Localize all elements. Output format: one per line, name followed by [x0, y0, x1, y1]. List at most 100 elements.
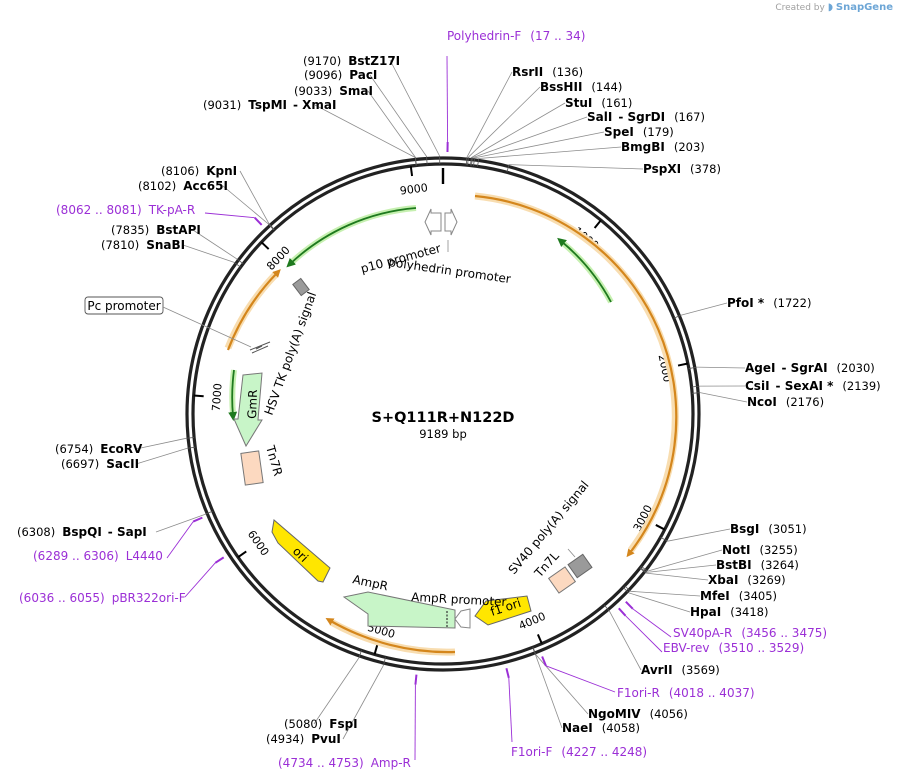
site-acc65i[interactable]: (8102)Acc65I	[138, 179, 228, 193]
primer-leader	[446, 55, 449, 143]
site-leader	[667, 528, 731, 542]
primer-amp-r[interactable]: (4734 .. 4753)Amp-R	[278, 674, 418, 770]
site-leader	[471, 102, 566, 158]
site-pspxi[interactable]: PspXI(378)	[643, 162, 721, 176]
site-bspqi[interactable]: (6308)BspQI- SapI	[17, 525, 147, 539]
primer-label: (6036 .. 6055)pBR322ori-F	[19, 591, 186, 605]
site-fspi[interactable]: (5080)FspI	[284, 717, 358, 731]
primer-label: F1ori-F(4227 .. 4248)	[511, 745, 647, 759]
site-stui[interactable]: StuI(161)	[565, 96, 632, 110]
hsv-tk-polya-label: HSV TK poly(A) signal	[262, 290, 320, 417]
site-label: MfeI(3405)	[700, 589, 777, 603]
restriction-sites: (9170)BstZ17I(9096)PacI (9033)SmaI(9031)T…	[17, 54, 881, 746]
site-leaders	[135, 59, 748, 740]
site-leader	[182, 244, 235, 263]
primer-label: Polyhedrin-F(17 .. 34)	[447, 29, 585, 43]
site-sali[interactable]: SalI- SgrDI(167)	[587, 110, 705, 124]
site-tick	[603, 604, 610, 612]
site-leader	[472, 116, 588, 159]
site-bstbi[interactable]: BstBI(3264)	[716, 558, 799, 572]
site-label: (8106)KpnI	[161, 164, 237, 178]
site-leader	[192, 229, 238, 260]
site-sacii[interactable]: (6697)SacII	[61, 457, 139, 471]
site-naei[interactable]: NaeI(4058)	[562, 721, 640, 735]
primer-tk-pa-r[interactable]: (8062 .. 8081)TK-pA-R	[56, 203, 263, 226]
site-leader	[535, 654, 563, 729]
pc-promoter-label: Pc promoter	[87, 299, 160, 313]
tick-8000	[260, 241, 270, 250]
site-hpai[interactable]: HpaI(3418)	[690, 605, 768, 619]
site-ncoi[interactable]: NcoI(2176)	[747, 395, 824, 409]
site-bstapi[interactable]: (7835)BstAPI	[111, 223, 201, 237]
primer-f1ori-f[interactable]: F1ori-F(4227 .. 4248)	[505, 667, 647, 759]
site-tick	[640, 567, 647, 573]
site-pvui[interactable]: (4934)PvuI	[266, 732, 341, 746]
site-leader	[342, 664, 384, 740]
tick-4000	[536, 634, 543, 645]
map-length: 9189 bp	[419, 427, 467, 441]
primer-l4440[interactable]: (6289 .. 6306)L4440	[33, 516, 203, 563]
site-label: (8102)Acc65I	[138, 179, 228, 193]
site-smai[interactable]: (9033)SmaI	[294, 84, 373, 98]
primer-leader	[545, 665, 616, 693]
site-leader	[700, 392, 748, 403]
site-tick	[622, 587, 630, 594]
site-spei[interactable]: SpeI(179)	[604, 125, 674, 139]
site-leader	[135, 447, 188, 465]
primer-mark	[505, 667, 510, 679]
backbone	[185, 156, 701, 672]
site-bsshii[interactable]: BssHII(144)	[540, 80, 622, 94]
site-tick	[692, 392, 701, 394]
site-leader	[681, 302, 728, 316]
primer-f1ori-r[interactable]: F1ori-R(4018 .. 4037)	[541, 656, 755, 700]
site-avrii[interactable]: AvrII(3569)	[641, 663, 720, 677]
site-leader	[628, 592, 691, 613]
site-pfoi[interactable]: PfoI *(1722)	[727, 296, 811, 310]
orf-arcs	[224, 192, 679, 656]
site-mfei[interactable]: MfeI(3405)	[700, 589, 777, 603]
site-csii[interactable]: CsiI- SexAI *(2139)	[745, 379, 881, 393]
site-agei[interactable]: AgeI- SgrAI(2030)	[745, 361, 875, 375]
primer-ebv-rev[interactable]: EBV-rev(3510 .. 3529)	[618, 607, 804, 655]
site-kpni[interactable]: (8106)KpnI	[161, 164, 237, 178]
site-ecorv[interactable]: (6754)EcoRV	[55, 442, 143, 456]
pc-promoter-callout: Pc promoter	[84, 296, 252, 348]
site-snabi[interactable]: (7810)SnaBI	[101, 238, 185, 252]
polyhedrin-arc	[557, 237, 612, 303]
site-leader	[508, 164, 644, 170]
branding-prefix: Created by	[775, 3, 825, 13]
site-tick	[660, 536, 668, 542]
primer-leader	[184, 562, 216, 598]
site-tick	[268, 223, 275, 231]
primer-leader	[625, 615, 663, 653]
site-ngomiv[interactable]: NgoMIV(4056)	[588, 707, 688, 721]
tn7r-label: Tn7R	[263, 443, 285, 478]
site-leader	[696, 366, 746, 369]
site-bstz17i[interactable]: (9170)BstZ17I	[303, 54, 400, 68]
primer-sv40pa-r[interactable]: SV40pA-R(3456 .. 3475)	[625, 600, 827, 640]
primer-pbr322ori-f[interactable]: (6036 .. 6055)pBR322ori-F	[19, 556, 225, 605]
site-label: CsiI- SexAI *(2139)	[745, 379, 881, 393]
site-label: BstBI(3264)	[716, 558, 799, 572]
site-rsrii[interactable]: RsrII(136)	[512, 65, 583, 79]
orf-arc-bottom	[325, 617, 456, 654]
primer-mark	[625, 600, 634, 610]
primer-sites: Polyhedrin-F(17 .. 34) (8062 .. 8081)TK-p…	[19, 29, 827, 770]
site-label: BsgI(3051)	[730, 522, 807, 536]
site-tick	[205, 510, 213, 515]
site-leader	[535, 654, 589, 715]
site-xbai[interactable]: XbaI(3269)	[708, 573, 786, 587]
site-tspmi[interactable]: (9031)TspMI- XmaI	[203, 98, 336, 112]
site-paci[interactable]: (9096)PacI	[304, 68, 377, 82]
primer-mark	[414, 674, 418, 685]
tick-label-9000: 9000	[399, 181, 428, 197]
site-bsgi[interactable]: BsgI(3051)	[730, 522, 807, 536]
site-bmgbi[interactable]: BmgBI(203)	[621, 140, 705, 154]
ampr-promoter-label: AmpR promoter	[411, 590, 507, 609]
primer-polyhedrin-f[interactable]: Polyhedrin-F(17 .. 34)	[446, 29, 585, 153]
orf-arc-left	[226, 269, 281, 351]
site-label: (4934)PvuI	[266, 732, 341, 746]
site-noti[interactable]: NotI(3255)	[722, 543, 798, 557]
pc-promoter-arc	[228, 369, 238, 421]
